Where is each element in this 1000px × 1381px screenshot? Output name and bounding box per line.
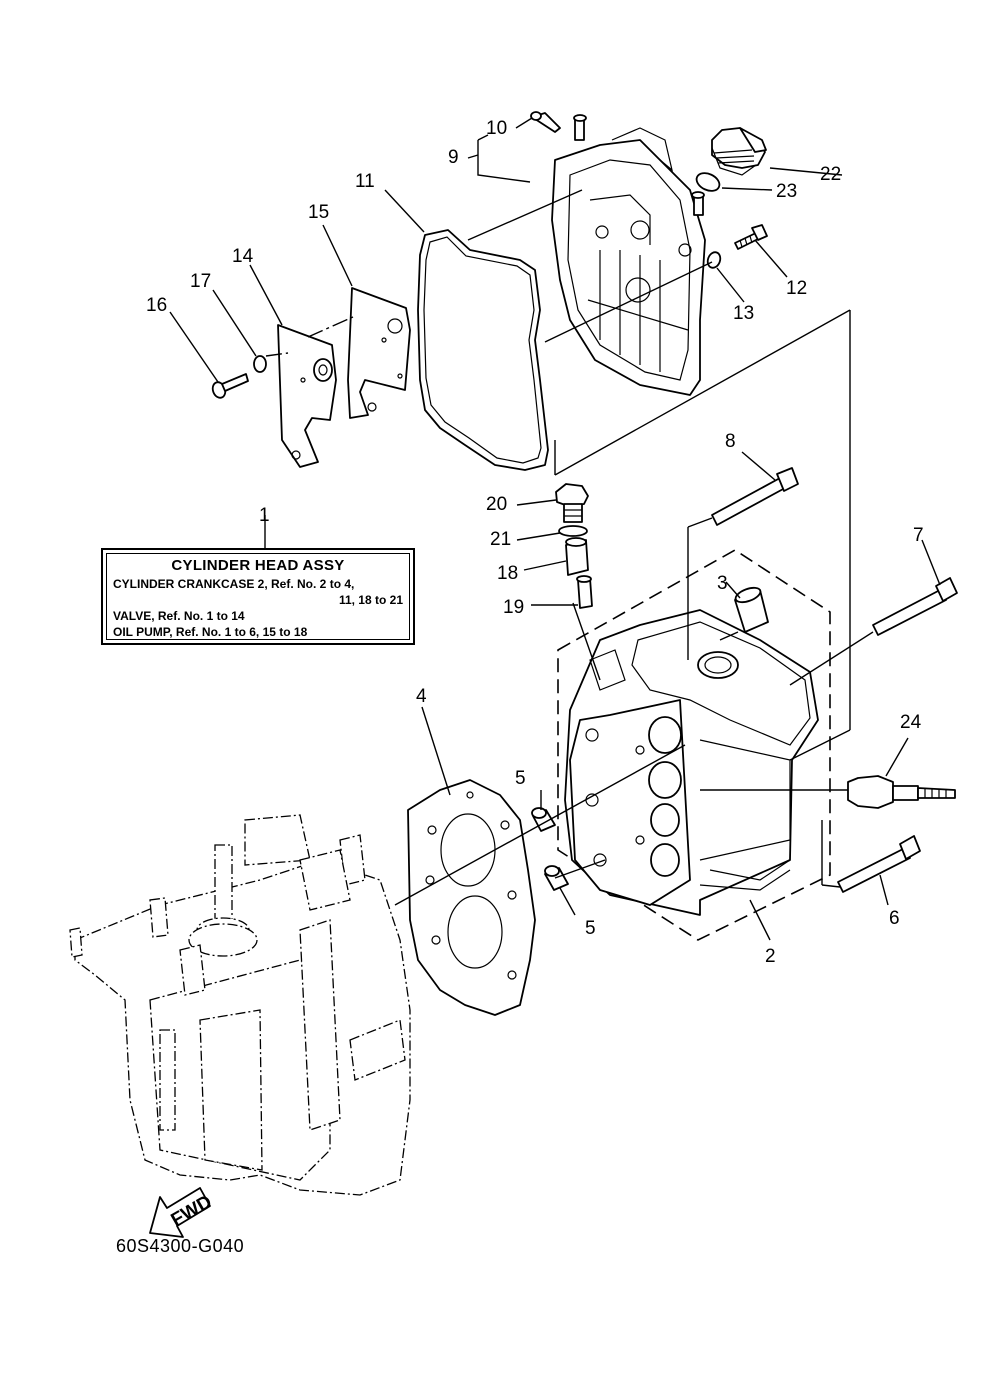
- callout-5b: 5: [585, 918, 596, 939]
- cover-gasket: [417, 229, 549, 471]
- bolt-6: [837, 835, 921, 893]
- reference-line-2: 11, 18 to 21: [338, 593, 403, 607]
- pump-plate: [277, 324, 337, 468]
- callout-4: 4: [416, 686, 427, 707]
- callout-6: 6: [889, 908, 900, 929]
- dowel-5b: [544, 865, 569, 891]
- leader-lines: [169, 117, 941, 941]
- reference-box: CYLINDER HEAD ASSY CYLINDER CRANKCASE 2,…: [101, 548, 415, 645]
- callout-1: 1: [259, 505, 270, 526]
- callout-24: 24: [900, 712, 922, 733]
- crankcase-phantom: [69, 814, 411, 1196]
- dowel-5a: [531, 807, 556, 832]
- reference-title: CYLINDER HEAD ASSY: [171, 557, 345, 574]
- small-washer: [253, 355, 267, 373]
- long-bolt-7: [872, 577, 958, 636]
- plug-bolt: [555, 483, 589, 523]
- cover-bolt: [530, 111, 705, 216]
- figure-code: 60S4300-G040: [116, 1236, 245, 1256]
- callout-22: 22: [820, 164, 841, 185]
- callout-20: 20: [486, 494, 507, 515]
- pin: [576, 575, 593, 609]
- assembly-outline: [557, 549, 831, 941]
- callout-2: 2: [765, 946, 776, 967]
- reference-line-4: OIL PUMP, Ref. No. 1 to 6, 15 to 18: [113, 625, 308, 639]
- gasket-ring: [558, 525, 588, 537]
- collar: [565, 537, 589, 576]
- callout-5a: 5: [515, 768, 526, 789]
- callout-14: 14: [232, 246, 254, 267]
- callout-16: 16: [146, 295, 167, 316]
- reference-box-inner: CYLINDER HEAD ASSY CYLINDER CRANKCASE 2,…: [106, 553, 410, 640]
- washer: [706, 251, 722, 269]
- callout-21: 21: [490, 529, 511, 550]
- callout-10: 10: [486, 118, 507, 139]
- spark-plug: [847, 775, 956, 809]
- screw: [211, 373, 249, 399]
- cover-plate: [347, 287, 411, 419]
- oil-filler-cap: [711, 127, 767, 176]
- cylinder-head: [564, 609, 819, 916]
- callout-13: 13: [733, 303, 754, 324]
- callout-19: 19: [503, 597, 524, 618]
- reference-line-1: CYLINDER CRANKCASE 2, Ref. No. 2 to 4,: [113, 577, 355, 591]
- callout-8: 8: [725, 431, 736, 452]
- callout-7: 7: [913, 525, 924, 546]
- callout-15: 15: [308, 202, 329, 223]
- callout-17: 17: [190, 271, 211, 292]
- fwd-arrow: FWD: [149, 1187, 216, 1238]
- flange-bolt: [734, 224, 768, 250]
- long-bolt-8: [711, 467, 799, 526]
- callout-18: 18: [497, 563, 518, 584]
- callout-9: 9: [448, 147, 459, 168]
- reference-line-3: VALVE, Ref. No. 1 to 14: [113, 609, 245, 623]
- callout-numbers: 1 2 3 4 5 5 6 7 8 9 10 11 12 13 14 15 16…: [146, 118, 924, 967]
- callout-11: 11: [355, 171, 375, 192]
- callout-23: 23: [776, 181, 797, 202]
- callout-12: 12: [786, 278, 807, 299]
- head-gasket: [407, 779, 536, 1016]
- dowel-pin: [734, 586, 769, 633]
- callout-3: 3: [717, 573, 728, 594]
- o-ring: [695, 172, 721, 192]
- cylinder-head-cover: [551, 127, 706, 396]
